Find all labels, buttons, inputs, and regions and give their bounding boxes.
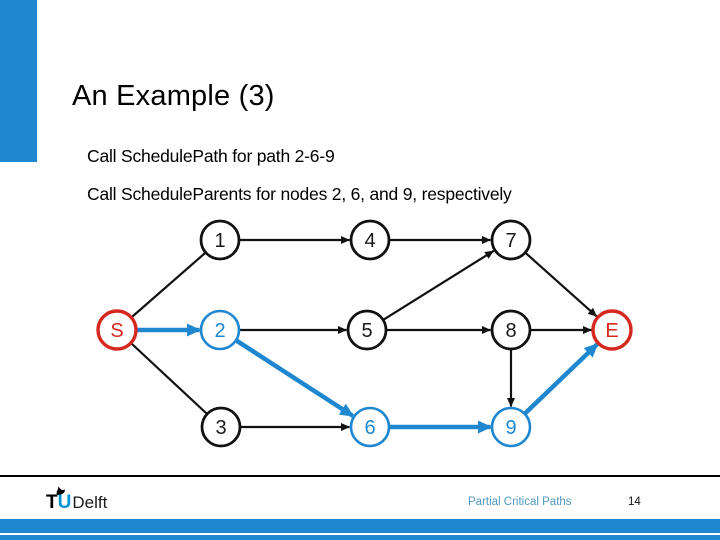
graph-node-label-2: 2 <box>214 320 225 342</box>
graph-edge-5-7 <box>382 249 495 321</box>
graph-node-5 <box>346 309 388 351</box>
page-number: 14 <box>628 496 641 508</box>
graph-node-3 <box>200 406 242 448</box>
graph-node-2 <box>199 309 241 351</box>
graph-edge-9-E <box>523 342 599 416</box>
graph-node-E <box>591 309 633 351</box>
footer-accent-bar <box>0 519 720 533</box>
graph-node-label-S: S <box>110 320 123 342</box>
graph-edge-S-3 <box>130 342 208 415</box>
tu-delft-logo: TUDelft <box>46 484 126 516</box>
graph-node-label-7: 7 <box>505 230 516 252</box>
body-text-line-2: Call ScheduleParents for nodes 2, 6, and… <box>87 184 512 204</box>
graph-node-S <box>96 309 138 351</box>
graph-node-label-6: 6 <box>364 417 375 439</box>
graph-node-1 <box>199 219 241 261</box>
graph-edge-7-E <box>524 251 598 318</box>
graph-node-label-4: 4 <box>364 230 375 252</box>
slide-title: An Example (3) <box>72 80 275 112</box>
graph-node-4 <box>349 219 391 261</box>
tu-delft-logo-text: TUDelft <box>46 492 108 513</box>
left-accent-bar <box>0 0 37 162</box>
graph-node-7 <box>490 219 532 261</box>
graph-node-9 <box>490 406 532 448</box>
graph-node-label-8: 8 <box>505 320 516 342</box>
logo-name: Delft <box>72 493 108 512</box>
logo-letter-u: U <box>57 492 72 513</box>
footer-caption: Partial Critical Paths <box>468 496 572 508</box>
graph-edge-S-1 <box>130 251 207 319</box>
graph-node-label-9: 9 <box>505 417 516 439</box>
footer-divider-line <box>0 475 720 477</box>
tu-delft-flame-icon <box>56 486 65 495</box>
graph-node-6 <box>349 406 391 448</box>
graph-edge-2-6 <box>234 338 355 418</box>
graph-node-label-3: 3 <box>215 417 226 439</box>
graph-node-label-E: E <box>605 320 618 342</box>
graph-nodes: S 1 2 3 4 5 6 7 8 9 E <box>96 219 633 448</box>
footer-bottom-strip <box>0 535 720 540</box>
graph-node-label-5: 5 <box>361 320 372 342</box>
body-text-line-1: Call SchedulePath for path 2-6-9 <box>87 146 335 166</box>
graph-edges <box>130 236 599 434</box>
graph-node-8 <box>490 309 532 351</box>
logo-letter-t: T <box>46 492 58 513</box>
graph-node-label-1: 1 <box>214 230 225 252</box>
